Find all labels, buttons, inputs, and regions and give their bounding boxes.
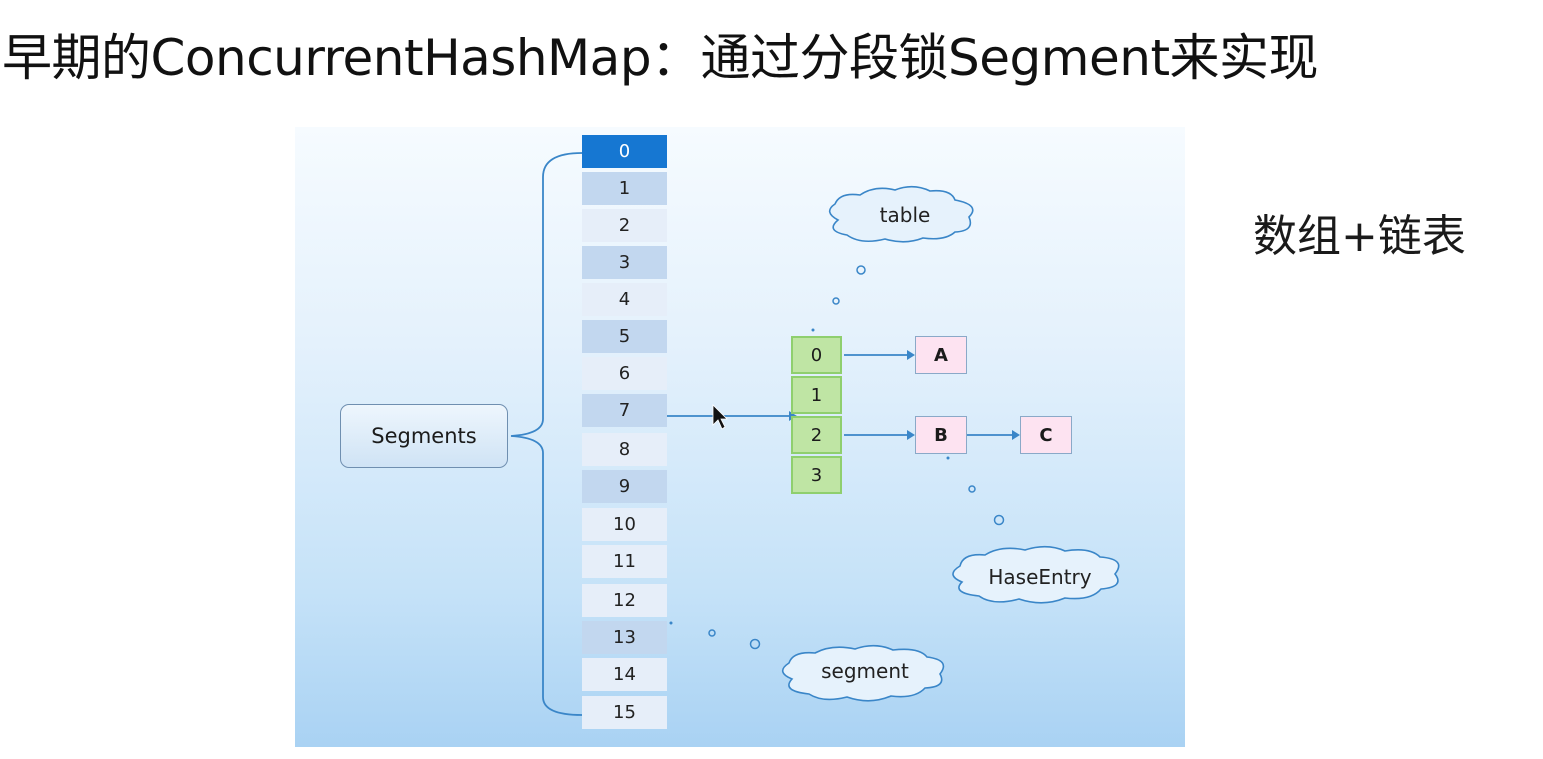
hashentry-cloud <box>952 545 1120 604</box>
segment-cloud <box>781 644 945 702</box>
page-title: 早期的ConcurrentHashMap：通过分段锁Segment来实现 <box>2 29 1319 87</box>
mouse-cursor-icon <box>712 404 728 430</box>
segment-cell-2: 2 <box>582 209 667 242</box>
thought-dot <box>993 514 1005 526</box>
segments-box: Segments <box>340 404 508 468</box>
thought-dot <box>708 629 716 637</box>
table-cell-2: 2 <box>791 416 842 454</box>
segment-cell-7: 7 <box>582 394 667 427</box>
thought-dot <box>669 621 673 625</box>
table-cell-1: 1 <box>791 376 842 414</box>
thought-dot <box>832 297 840 305</box>
thought-dot <box>749 638 761 650</box>
segment-cloud-label: segment <box>821 659 909 683</box>
segment-cell-8: 8 <box>582 433 667 466</box>
segment-cell-0: 0 <box>582 135 667 168</box>
segment-cell-6: 6 <box>582 357 667 390</box>
segment-cell-1: 1 <box>582 172 667 205</box>
segment-cell-10: 10 <box>582 508 667 541</box>
table-cloud <box>828 185 974 243</box>
segment-cell-13: 13 <box>582 621 667 654</box>
segment-cell-9: 9 <box>582 470 667 503</box>
segments-bracket <box>510 152 583 716</box>
concurrenthashmap-diagram: Segments 0 1 2 3 4 5 6 7 8 9 10 11 12 13… <box>295 127 1185 747</box>
segment-cell-5: 5 <box>582 320 667 353</box>
segment-cell-15: 15 <box>582 696 667 729</box>
segment-cell-11: 11 <box>582 545 667 578</box>
table-cell-3: 3 <box>791 456 842 494</box>
segment-cell-14: 14 <box>582 658 667 691</box>
diagram-connectors <box>510 152 1120 716</box>
side-note: 数组+链表 <box>1253 211 1466 262</box>
entry-a: A <box>915 336 967 374</box>
thought-dot <box>856 265 866 275</box>
segment-cell-4: 4 <box>582 283 667 316</box>
segment-cell-12: 12 <box>582 584 667 617</box>
table-cell-0: 0 <box>791 336 842 374</box>
entry-b: B <box>915 416 967 454</box>
thought-dot <box>968 485 976 493</box>
hashentry-cloud-label: HaseEntry <box>988 565 1092 589</box>
segment-cell-3: 3 <box>582 246 667 279</box>
thought-dot <box>811 328 815 332</box>
table-cloud-label: table <box>879 203 931 227</box>
thought-dot <box>946 456 950 460</box>
entry-c: C <box>1020 416 1072 454</box>
